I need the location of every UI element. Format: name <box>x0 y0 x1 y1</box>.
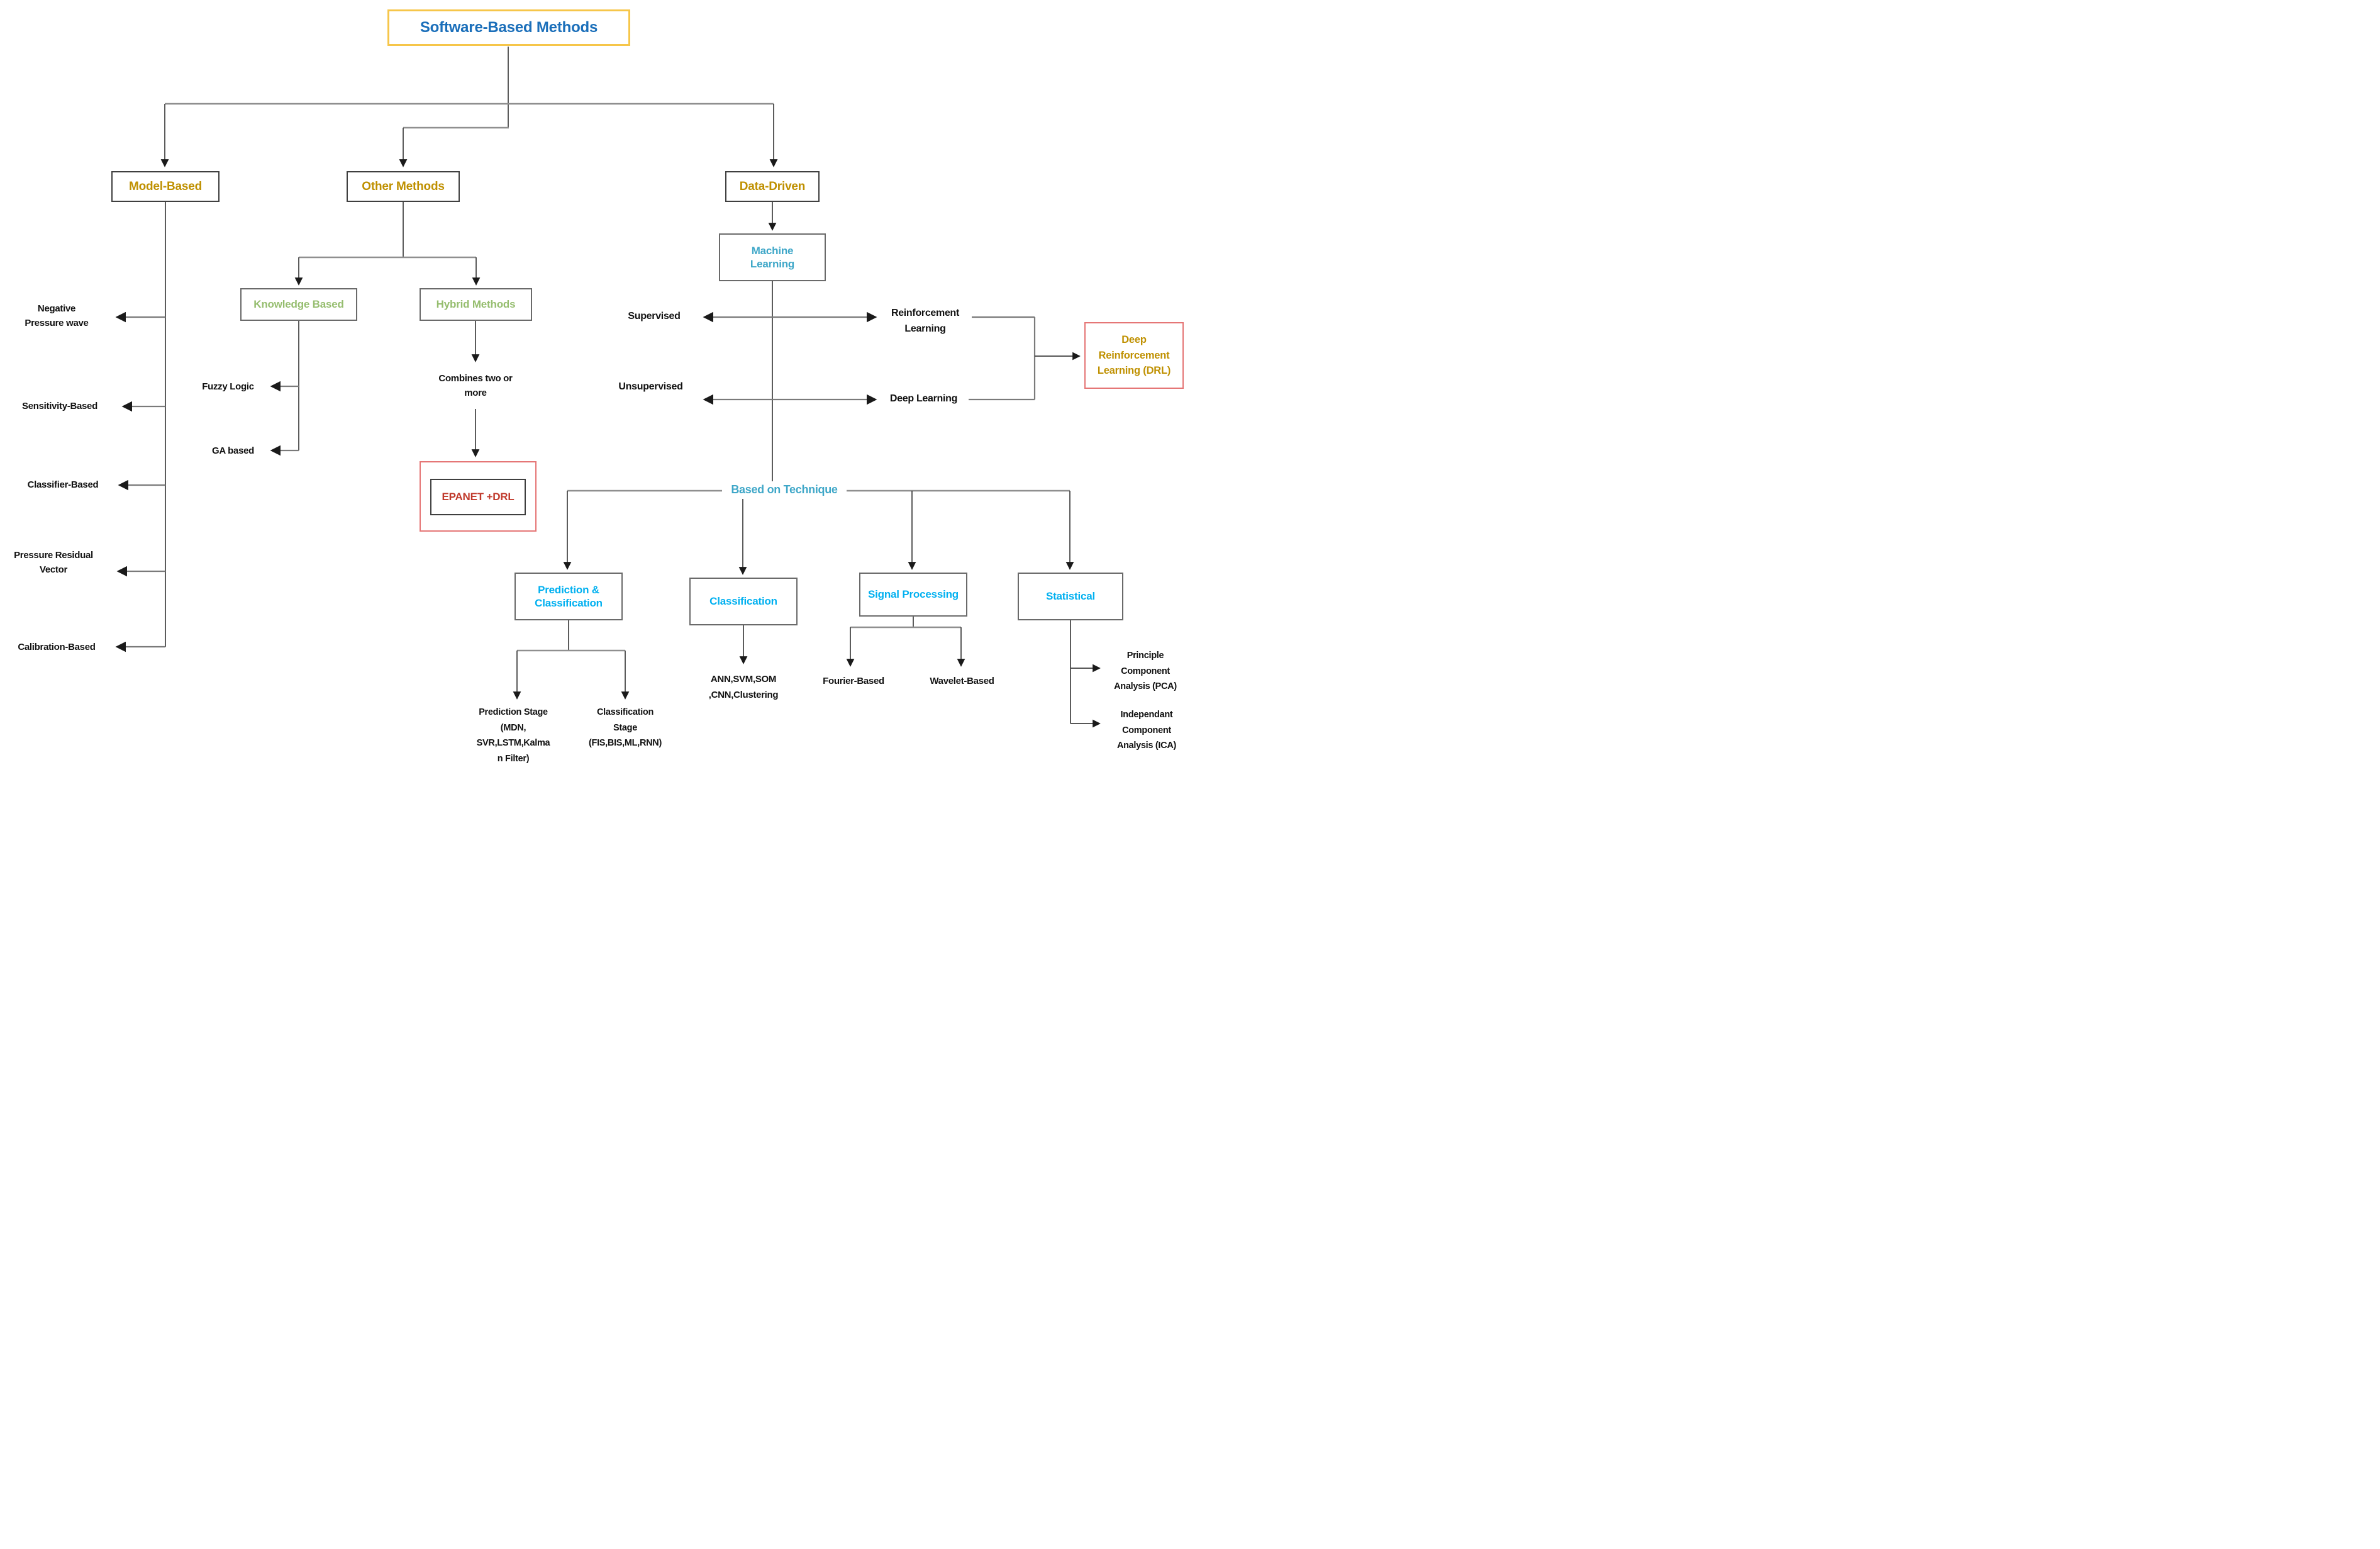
leaf-unsupervised: Unsupervised <box>618 381 683 392</box>
leaf-supervised: Supervised <box>628 311 681 322</box>
node-hybrid-methods: Hybrid Methods <box>420 288 532 321</box>
leaf-fuzzy-logic: Fuzzy Logic <box>202 381 254 392</box>
label-based-on-technique: Based on Technique <box>722 481 847 499</box>
leaf-sensitivity-based: Sensitivity-Based <box>22 401 97 411</box>
node-data-driven: Data-Driven <box>725 171 820 202</box>
leaf-ga-based: GA based <box>211 445 255 456</box>
leaf-pressure-residual-vector: Pressure Residual Vector <box>14 550 93 576</box>
leaf-prediction-stage: Prediction Stage (MDN, SVR,LSTM,Kalma n … <box>476 707 550 764</box>
node-classification: Classification <box>689 578 798 625</box>
node-signal-processing: Signal Processing <box>859 573 967 617</box>
node-prediction-classification: Prediction & Classification <box>514 573 623 620</box>
node-model-based: Model-Based <box>111 171 220 202</box>
leaf-classification-stage: Classification Stage (FIS,BIS,ML,RNN) <box>588 707 662 749</box>
leaf-deep-learning: Deep Learning <box>889 393 958 404</box>
leaf-ica: Independant Component Analysis (ICA) <box>1116 710 1177 751</box>
leaf-wavelet-based: Wavelet-Based <box>930 676 994 686</box>
leaf-fourier-based: Fourier-Based <box>823 676 884 686</box>
node-software-based-methods: Software-Based Methods <box>387 9 630 46</box>
note-combines-two-or-more: Combines two or more <box>438 373 513 399</box>
node-knowledge-based: Knowledge Based <box>240 288 357 321</box>
node-deep-reinforcement-learning: Deep Reinforcement Learning (DRL) <box>1084 322 1184 389</box>
node-machine-learning: Machine Learning <box>719 233 826 281</box>
node-other-methods: Other Methods <box>347 171 460 202</box>
leaf-reinforcement-learning: Reinforcement Learning <box>891 308 960 334</box>
leaf-ann-svm-som-cnn-clustering: ANN,SVM,SOM ,CNN,Clustering <box>708 674 779 700</box>
leaf-classifier-based: Classifier-Based <box>27 479 99 490</box>
node-statistical: Statistical <box>1018 573 1123 620</box>
flowchart-software-based-methods: Software-Based Methods Model-Based Other… <box>0 0 1190 774</box>
leaf-calibration-based: Calibration-Based <box>18 642 96 652</box>
node-epanet-drl: EPANET +DRL <box>430 479 526 515</box>
leaf-negative-pressure-wave: Negative Pressure wave <box>25 303 89 329</box>
leaf-pca: Principle Component Analysis (PCA) <box>1114 651 1177 692</box>
connector-lines <box>115 47 1101 728</box>
